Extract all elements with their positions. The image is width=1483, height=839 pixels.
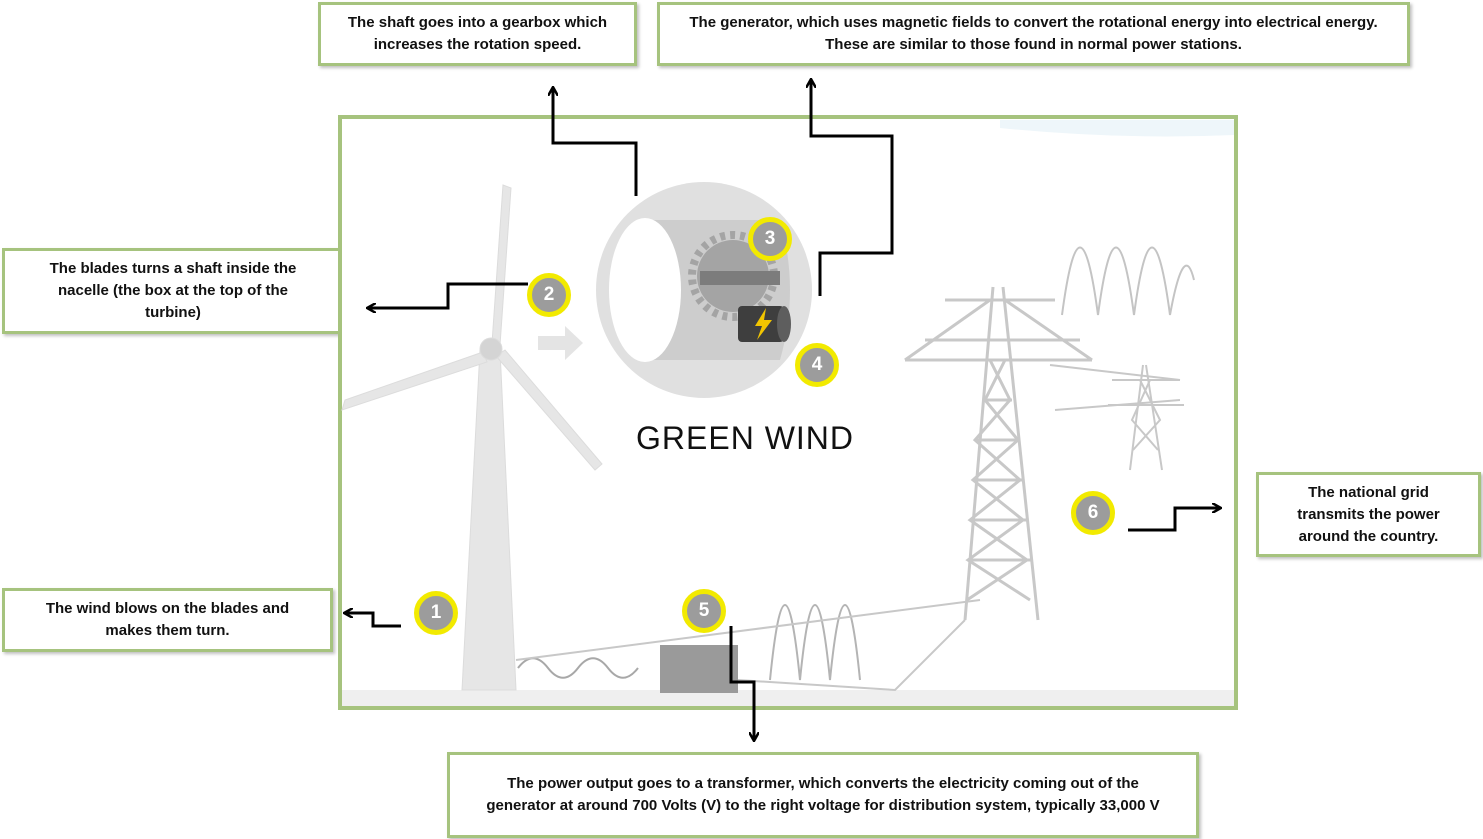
arrow-to-transformer bbox=[729, 626, 754, 740]
wind-turbine-icon bbox=[341, 184, 603, 691]
marker-6: 6 bbox=[1071, 491, 1115, 535]
marker-2: 2 bbox=[527, 273, 571, 317]
sine-wave-small-icon bbox=[517, 657, 639, 679]
callout-grid: The national grid transmits the power ar… bbox=[1256, 472, 1481, 557]
arrow-to-gearbox bbox=[553, 88, 638, 196]
sine-wave-sky-icon bbox=[1061, 246, 1195, 316]
marker-3: 3 bbox=[748, 217, 792, 261]
callout-transformer: The power output goes to a transformer, … bbox=[447, 752, 1199, 838]
ground bbox=[342, 690, 1234, 706]
callout-blades: The blades turns a shaft inside the nace… bbox=[2, 248, 344, 334]
marker-1: 1 bbox=[414, 591, 458, 635]
marker-5: 5 bbox=[682, 589, 726, 633]
diagram-title: GREEN WIND bbox=[636, 420, 854, 456]
callout-generator: The generator, which uses magnetic field… bbox=[657, 2, 1410, 66]
transformer-box-icon bbox=[660, 645, 738, 693]
callout-wind: The wind blows on the blades and makes t… bbox=[2, 588, 333, 652]
marker-4: 4 bbox=[795, 343, 839, 387]
small-pylon-icon bbox=[1108, 364, 1184, 471]
wind-arrow-icon bbox=[538, 326, 583, 360]
arrow-to-generator bbox=[811, 80, 894, 296]
arrow-to-blades bbox=[368, 282, 528, 308]
arrow-to-wind bbox=[345, 613, 401, 628]
callout-gearbox: The shaft goes into a gearbox which incr… bbox=[318, 2, 637, 66]
sky-streaks bbox=[1000, 120, 1234, 137]
arrow-to-grid bbox=[1128, 508, 1220, 532]
sine-wave-large-icon bbox=[769, 604, 861, 681]
nacelle-cutaway-icon bbox=[596, 182, 812, 398]
electricity-pylon-icon bbox=[904, 286, 1093, 621]
lightning-bolt-icon bbox=[755, 308, 772, 340]
